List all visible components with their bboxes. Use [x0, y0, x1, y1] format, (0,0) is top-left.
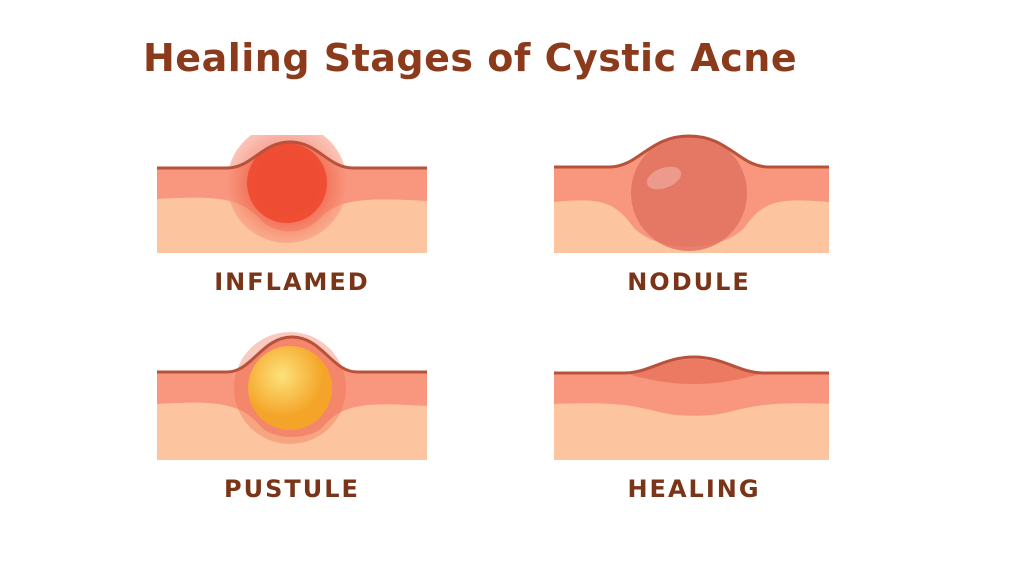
pustule-skin-illustration — [157, 332, 427, 460]
nodule-skin-illustration — [554, 134, 829, 253]
stage-label-inflamed: INFLAMED — [214, 268, 370, 296]
stage-label-healing: HEALING — [627, 475, 761, 503]
stage-label-pustule: PUSTULE — [224, 475, 360, 503]
healing-skin-illustration — [554, 355, 829, 460]
stage-label-nodule: NODULE — [627, 268, 751, 296]
page-title: Healing Stages of Cystic Acne — [143, 36, 798, 80]
inflamed-skin-illustration — [157, 135, 427, 253]
